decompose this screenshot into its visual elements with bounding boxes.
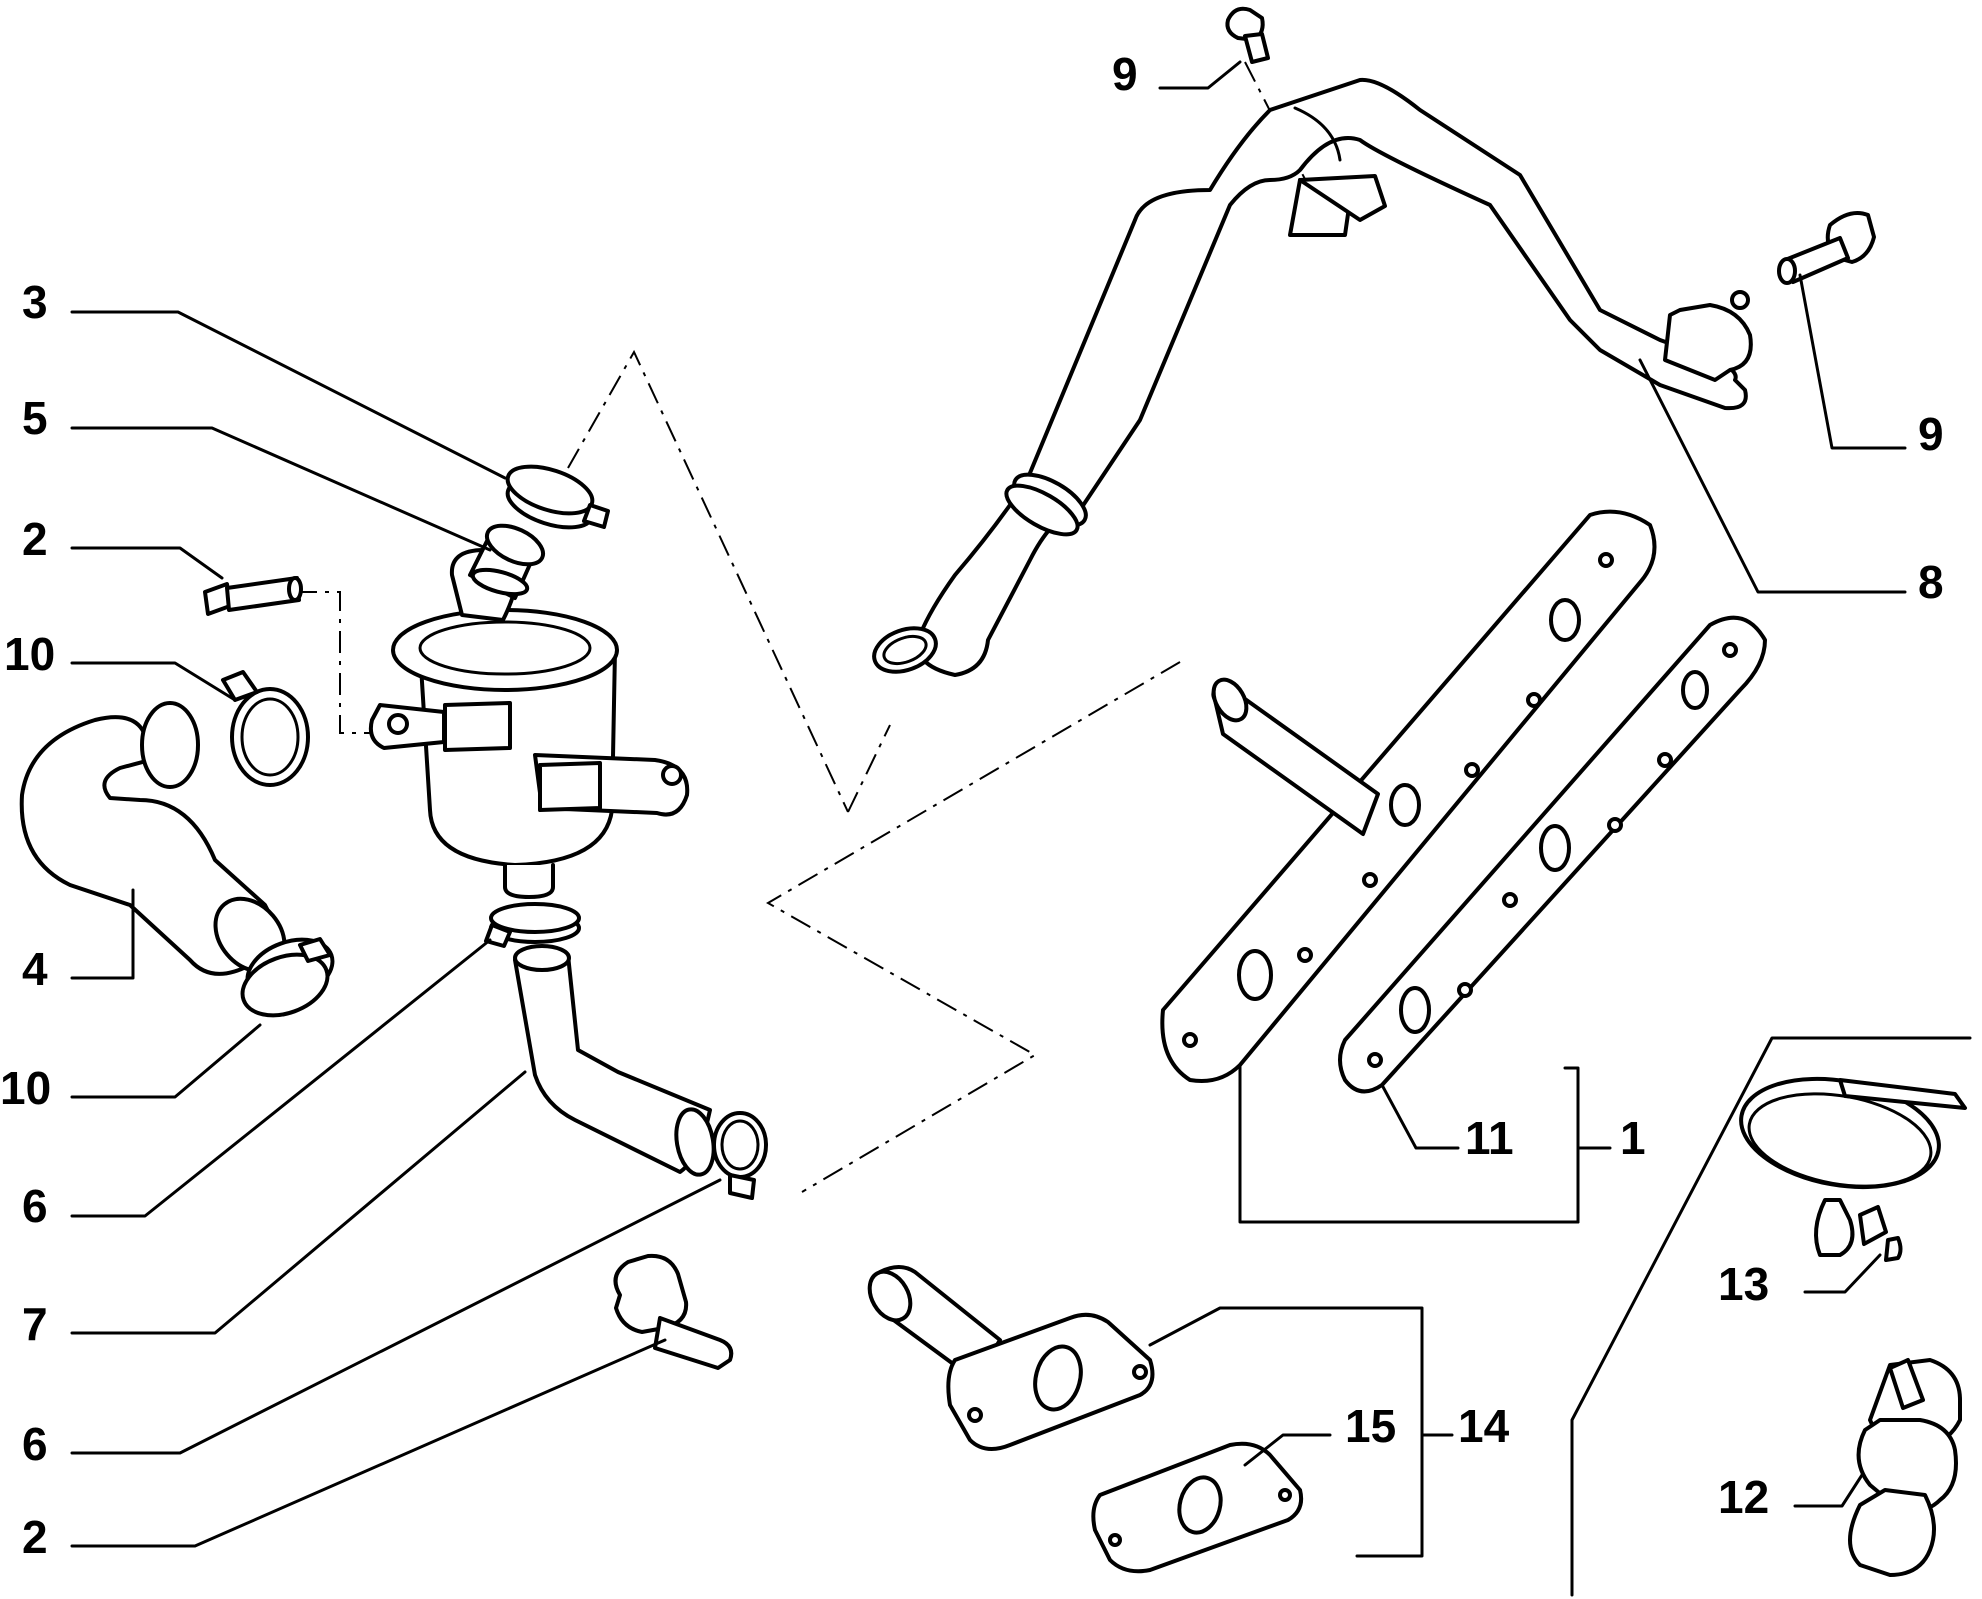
bolt-part-9-right (1777, 211, 1876, 285)
exchanger-plate-part-1 (1160, 509, 1657, 1083)
pipe-part-8 (872, 77, 1753, 677)
bolt-part-2-lower (613, 1253, 734, 1370)
callout-13: 13 (1718, 1258, 1769, 1310)
callout-2-lower: 2 (22, 1511, 48, 1563)
callout-5: 5 (22, 392, 48, 444)
bolt-part-9-top (1225, 6, 1270, 64)
callout-6-lower: 6 (22, 1418, 48, 1470)
callout-14: 14 (1458, 1400, 1510, 1452)
gasket-part-15 (1091, 1441, 1304, 1574)
callout-10-lower: 10 (0, 1062, 51, 1114)
hose-clamp-part-6-upper (484, 902, 581, 948)
callout-11: 11 (1465, 1112, 1514, 1164)
oil-separator-part-5 (368, 523, 690, 899)
callout-7: 7 (22, 1298, 48, 1350)
hose-clamp-part-10-lower (240, 937, 335, 1018)
gasket-part-11 (1338, 615, 1767, 1094)
callout-9-top: 9 (1112, 48, 1138, 100)
hose-clamp-part-10-upper (221, 670, 310, 787)
hose-clamp-part-3 (505, 464, 610, 530)
bolt-part-2-upper (203, 576, 303, 616)
callout-12: 12 (1718, 1471, 1769, 1523)
hose-part-7 (513, 944, 716, 1177)
callout-1: 1 (1620, 1112, 1646, 1164)
callout-numbers: 3 5 2 10 4 10 6 7 6 2 9 9 8 11 1 13 12 1… (0, 48, 1944, 1563)
leader-lines (70, 60, 1972, 1597)
clip-part-12 (1848, 1358, 1962, 1577)
callout-8: 8 (1918, 556, 1944, 608)
hose-clamp-part-6-lower (712, 1111, 768, 1200)
callout-10-upper: 10 (4, 628, 55, 680)
callout-9-right: 9 (1918, 408, 1944, 460)
band-clamp-part-13 (1739, 1076, 1967, 1262)
callout-4: 4 (22, 943, 48, 995)
callout-3: 3 (22, 276, 48, 328)
callout-15: 15 (1345, 1400, 1396, 1452)
callout-2-upper: 2 (22, 513, 48, 565)
callout-6-upper: 6 (22, 1180, 48, 1232)
flange-part-14 (867, 1265, 1155, 1451)
